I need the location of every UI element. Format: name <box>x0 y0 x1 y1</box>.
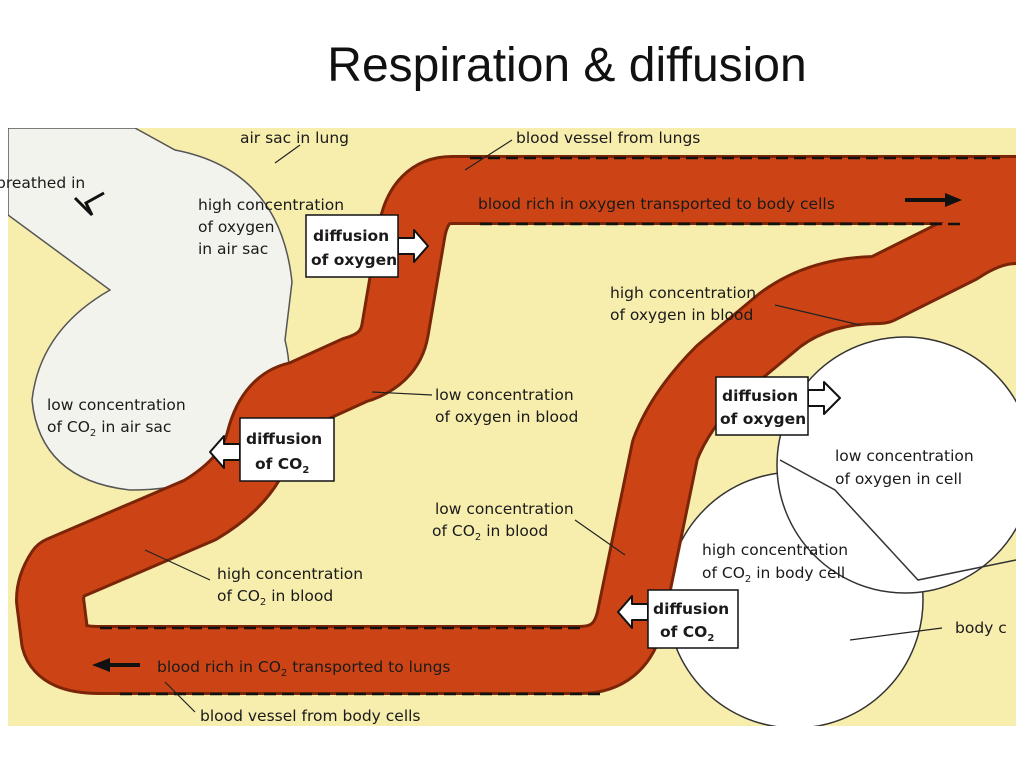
breathed-in-arrow-icon <box>73 191 105 217</box>
label-high-co2-body-cell-2: of CO2 in body cell <box>702 564 845 585</box>
blood-rich-co2-sub: 2 <box>281 668 287 679</box>
diffusion-co2-2-pre: of CO <box>660 623 707 641</box>
high-co2-blood-post: in blood <box>266 587 333 605</box>
diffusion-co2-2-line2: of CO2 <box>660 623 714 644</box>
label-blood-rich-co2: blood rich in CO2 transported to lungs <box>157 658 451 679</box>
label-low-o2-blood-2: of oxygen in blood <box>435 408 578 426</box>
label-high-co2-blood-2: of CO2 in blood <box>217 587 333 608</box>
diffusion-co2-1-line2: of CO2 <box>255 455 309 476</box>
diffusion-oxygen-1-line1: diffusion <box>313 227 389 245</box>
label-body-cell: body c <box>955 619 1007 637</box>
diffusion-co2-2-sub: 2 <box>707 633 714 644</box>
label-low-co2-blood-2: of CO2 in blood <box>432 522 548 543</box>
label-blood-vessel-from-body: blood vessel from body cells <box>200 707 421 725</box>
label-breathed-in: breathed in <box>0 174 85 192</box>
diffusion-co2-box-2 <box>647 589 739 649</box>
diffusion-oxygen-arrow-2-icon <box>807 381 841 415</box>
label-air-sac-in-lung: air sac in lung <box>240 129 349 147</box>
diffusion-co2-arrow-1-icon <box>209 435 241 469</box>
diffusion-co2-2-word: diffusion <box>653 600 729 618</box>
label-low-co2-blood-1: low concentration <box>435 500 574 518</box>
low-co2-blood-pre: of CO <box>432 522 475 540</box>
diffusion-co2-2-line1: diffusion <box>653 600 729 618</box>
low-co2-blood-sub: 2 <box>475 532 481 543</box>
cell-walls <box>779 459 1016 581</box>
label-low-o2-blood-1: low concentration <box>435 386 574 404</box>
blood-rich-co2-post: transported to lungs <box>287 658 450 676</box>
blood-rich-co2-pre: blood rich in CO <box>157 658 281 676</box>
label-high-o2-air-sac-3: in air sac <box>198 240 268 258</box>
slide-title: Respiration & diffusion <box>327 39 807 92</box>
diffusion-co2-1-word: diffusion <box>246 430 322 448</box>
diffusion-oxygen-2-line1: diffusion <box>722 387 798 405</box>
diffusion-co2-1-pre: of CO <box>255 455 302 473</box>
label-high-o2-air-sac-2: of oxygen <box>198 218 274 236</box>
high-co2-blood-sub: 2 <box>260 597 266 608</box>
label-high-o2-air-sac-1: high concentration <box>198 196 344 214</box>
low-co2-air-sac-pre: of CO <box>47 418 90 436</box>
diffusion-co2-arrow-2-icon <box>617 595 649 629</box>
diffusion-co2-1-sub: 2 <box>302 465 309 476</box>
label-low-o2-cell-2: of oxygen in cell <box>835 470 962 488</box>
high-co2-body-cell-sub: 2 <box>745 574 751 585</box>
diffusion-oxygen-box-2 <box>715 376 809 436</box>
high-co2-body-cell-post: in body cell <box>751 564 845 582</box>
label-high-co2-blood-1: high concentration <box>217 565 363 583</box>
diffusion-arrows <box>209 229 841 629</box>
blood-vessel-fill <box>18 158 1016 692</box>
label-high-o2-blood-1: high concentration <box>610 284 756 302</box>
diffusion-oxygen-box-1 <box>305 214 399 278</box>
label-blood-rich-oxygen: blood rich in oxygen transported to body… <box>478 195 835 213</box>
pointer-lines <box>144 139 943 713</box>
label-high-co2-body-cell-1: high concentration <box>702 541 848 559</box>
high-co2-body-cell-pre: of CO <box>702 564 745 582</box>
diffusion-co2-box-1 <box>239 417 335 482</box>
diffusion-oxygen-arrow-1-icon <box>397 229 429 263</box>
diffusion-co2-1-line1: diffusion <box>246 430 322 448</box>
diffusion-oxygen-2-line2: of oxygen <box>720 410 806 428</box>
label-high-o2-blood-2: of oxygen in blood <box>610 306 753 324</box>
low-co2-air-sac-post: in air sac <box>96 418 171 436</box>
label-blood-vessel-from-lungs: blood vessel from lungs <box>516 129 700 147</box>
label-low-co2-air-sac-2: of CO2 in air sac <box>47 418 171 439</box>
diffusion-oxygen-1-line2: of oxygen <box>311 251 397 269</box>
vessel-dashes <box>100 156 1000 696</box>
flow-arrows <box>92 193 962 672</box>
arrow-right-icon <box>905 193 962 207</box>
label-low-o2-cell-1: low concentration <box>835 447 974 465</box>
low-co2-air-sac-sub: 2 <box>90 428 96 439</box>
arrow-left-icon <box>92 658 140 672</box>
high-co2-blood-pre: of CO <box>217 587 260 605</box>
diffusion-boxes <box>239 214 809 649</box>
label-low-co2-air-sac-1: low concentration <box>47 396 186 414</box>
low-co2-blood-post: in blood <box>481 522 548 540</box>
